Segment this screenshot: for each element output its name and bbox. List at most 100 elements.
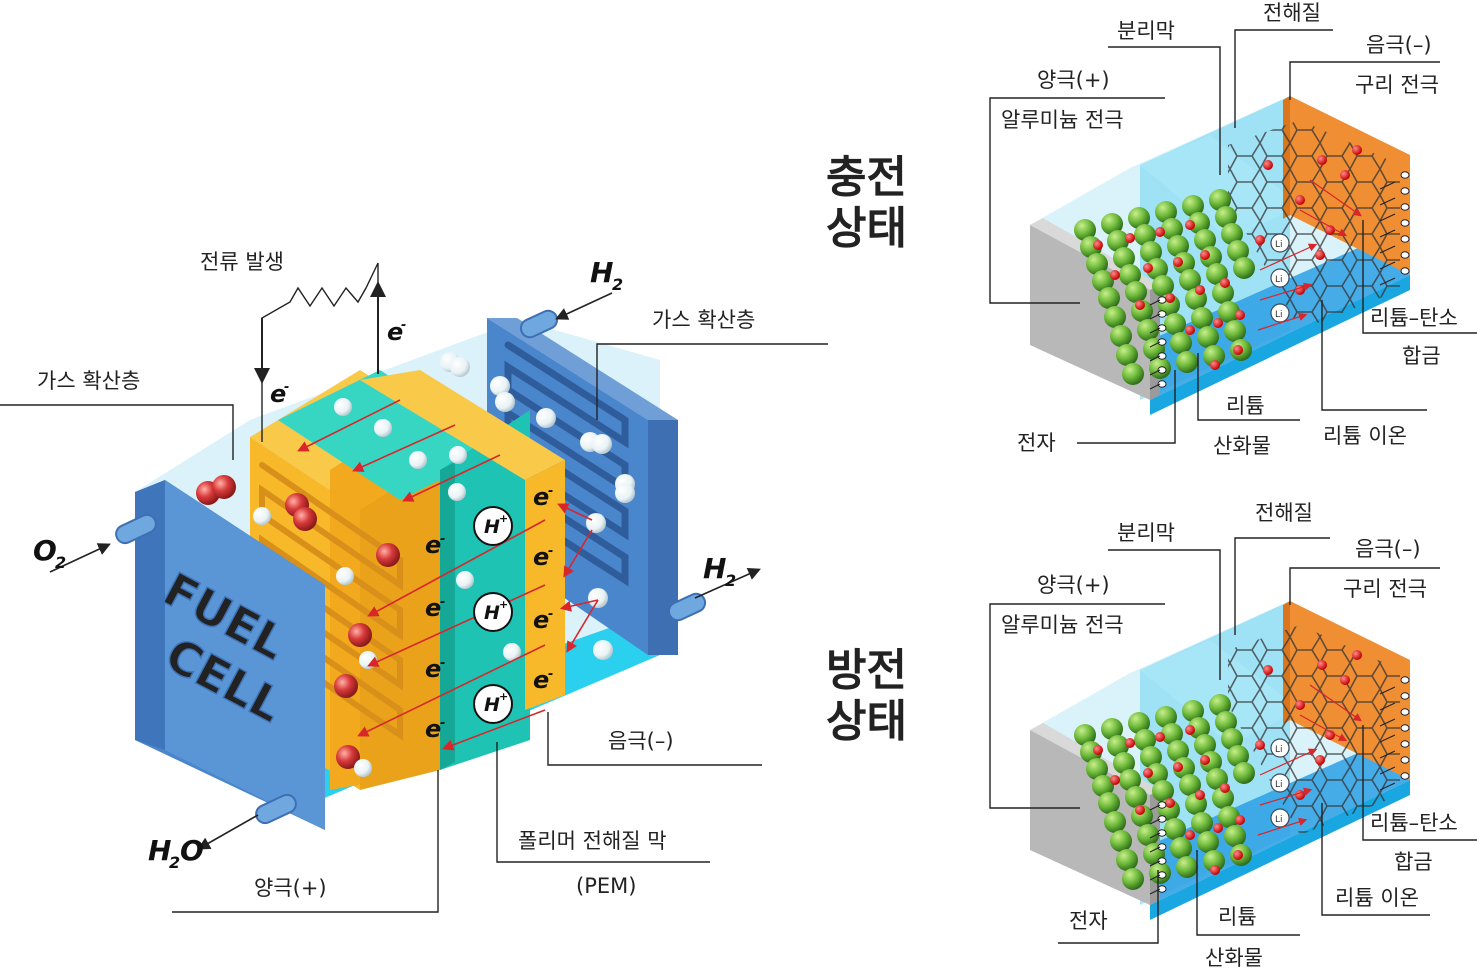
gas-layer-left-label: 가스 확산층 <box>37 369 140 393</box>
aluminum-label-2: 알루미늄 전극 <box>1001 613 1124 637</box>
li-ion-text: Li <box>1275 310 1283 320</box>
svg-text:e: e <box>387 318 403 346</box>
lithium-ion-dot <box>1220 278 1230 288</box>
svg-text:방전: 방전 <box>826 645 907 696</box>
electron-arrow <box>1149 299 1161 306</box>
electron-dot <box>1157 296 1167 304</box>
lithium-ion-dot <box>1093 240 1103 250</box>
electron-arrow <box>1379 181 1396 190</box>
lithium-ion-dot <box>1135 805 1145 815</box>
lithium-oxide-sphere <box>1146 258 1168 280</box>
fuel-cell-front-panel: FUEL CELL <box>135 480 325 830</box>
svg-text:2: 2 <box>169 853 180 872</box>
lithium-oxide-sphere <box>1233 257 1255 279</box>
ion-flow-arrow <box>1257 817 1308 836</box>
lithium-ion-dot <box>1135 300 1145 310</box>
lithium-oxide-sphere <box>1098 287 1120 309</box>
electron-dot <box>1400 740 1410 748</box>
flow-arrows <box>297 399 599 751</box>
lithium-ion-dot <box>1165 293 1175 303</box>
lithium-oxide-sphere <box>1161 723 1183 745</box>
li-ion-text: Li <box>1275 275 1283 285</box>
lithium-oxide-sphere <box>1179 774 1201 796</box>
lithium-ion-dot <box>1213 823 1223 833</box>
lithium-oxide-sphere <box>1176 351 1198 373</box>
lithium-ion-dot <box>1235 310 1245 320</box>
electrolyte-label: 전해질 <box>1263 1 1321 25</box>
svg-text:-: - <box>548 544 553 559</box>
lithium-oxide-sphere <box>1221 223 1243 245</box>
svg-text:2: 2 <box>55 553 66 572</box>
lithium-oxide-sphere <box>1074 219 1096 241</box>
ion-flow-arrow <box>1309 684 1362 722</box>
lithium-oxide-sphere <box>1179 269 1201 291</box>
svg-text:e: e <box>425 531 441 559</box>
electron-arrow <box>1149 327 1161 334</box>
electron-dot <box>1157 380 1167 388</box>
electron-arrow <box>1149 846 1161 853</box>
separator-label: 분리막 <box>1117 19 1175 43</box>
fuel-cell-labels: 가스 확산층 가스 확산층 음극(–) 폴리머 전해질 막 (PEM) 양극(+… <box>0 308 828 913</box>
lithium-oxide-sphere <box>1125 281 1147 303</box>
electron-arrow <box>1379 261 1396 270</box>
electrolyte-label-2: 전해질 <box>1255 501 1313 525</box>
li-ion-text: Li <box>1275 815 1283 825</box>
lithium-oxide-sphere <box>1227 240 1249 262</box>
lithium-ion-dot <box>1352 145 1362 155</box>
lithium-oxide-sphere <box>1086 758 1108 780</box>
ion-label: 리튬 이온 <box>1323 424 1407 448</box>
lithium-oxide-sphere <box>1134 224 1156 246</box>
electron-arrow <box>1149 804 1161 811</box>
positive-label: 양극(+) <box>1037 68 1110 92</box>
ion-label-2: 리튬 이온 <box>1335 886 1419 910</box>
electron-dot <box>1400 267 1410 275</box>
lithium-ion-dot <box>1125 738 1135 748</box>
lithium-oxide-sphere <box>1221 728 1243 750</box>
electron-arrow <box>1149 860 1161 867</box>
oxygen-molecules <box>196 475 400 769</box>
electron-arrow <box>1149 355 1161 362</box>
li-ion-circle <box>1270 773 1290 793</box>
svg-text:e: e <box>533 606 549 634</box>
lithium-ion-dot <box>1315 755 1325 765</box>
electron-arrow <box>1379 702 1396 711</box>
li-ion-text: Li <box>1275 745 1283 755</box>
electron-arrow <box>1379 197 1396 206</box>
discharge-state-title: 방전 상태 <box>826 645 907 747</box>
lithium-ion-dot <box>1317 660 1327 670</box>
lithium-ion-dot <box>1213 318 1223 328</box>
lithium-ion-dot <box>1315 250 1325 260</box>
svg-text:+: + <box>499 598 508 611</box>
svg-text:2: 2 <box>612 275 623 294</box>
oxide-label-2a: 리튬 <box>1218 905 1257 929</box>
charge-labels: 분리막 전해질 음극(–) 구리 전극 양극(+) 알루미늄 전극 리튬–탄소 … <box>989 1 1477 458</box>
alloy-label-2a: 리튬–탄소 <box>1370 811 1458 835</box>
lithium-ion-dot <box>1220 783 1230 793</box>
lithium-oxide-sphere <box>1194 229 1216 251</box>
svg-text:-: - <box>440 595 445 610</box>
alloy-label-2b: 합금 <box>1394 850 1433 874</box>
fuel-cell-diagram: FUEL CELL <box>0 250 828 913</box>
electron-arrow <box>1149 383 1161 390</box>
li-ion-circle <box>1270 808 1290 828</box>
electron-dot <box>1400 187 1410 195</box>
lithium-ion-dot <box>1110 775 1120 785</box>
electron-arrow <box>1379 229 1396 238</box>
lithium-oxide-sphere <box>1092 775 1114 797</box>
lithium-oxide-sphere <box>1140 241 1162 263</box>
copper-label-2: 구리 전극 <box>1343 577 1427 601</box>
electron-dot <box>1157 843 1167 851</box>
lithium-ion-dot <box>1340 675 1350 685</box>
lithium-oxide-sphere <box>1212 282 1234 304</box>
cathode-label: 음극(–) <box>608 729 674 753</box>
electron-arrow <box>1379 766 1396 775</box>
li-ion-circle <box>1270 233 1290 253</box>
electron-dot <box>1157 352 1167 360</box>
electron-dot <box>1157 324 1167 332</box>
ion-flow-arrow <box>1259 748 1318 776</box>
copper-label: 구리 전극 <box>1355 73 1439 97</box>
electron-arrow <box>1149 341 1161 348</box>
lithium-oxide-sphere <box>1203 345 1225 367</box>
